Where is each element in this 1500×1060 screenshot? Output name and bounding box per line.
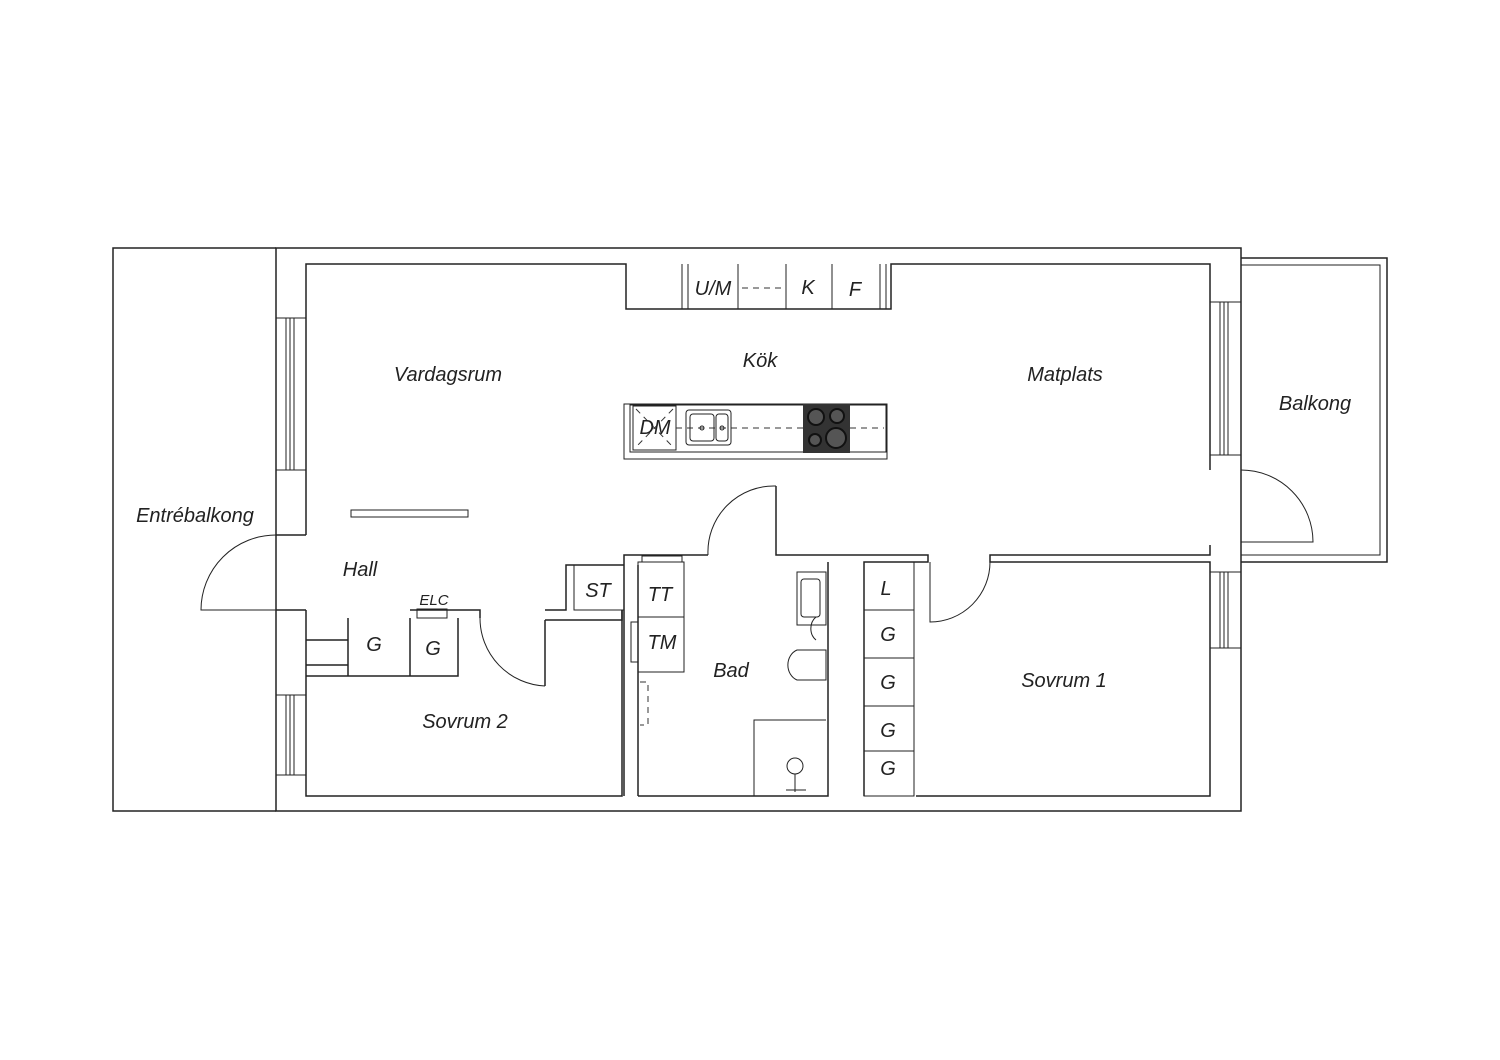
fixture-label-tt: TT	[648, 584, 674, 606]
kitchen-cabinets	[681, 264, 887, 309]
fixture-label-k: K	[801, 277, 816, 299]
entrance-balcony	[112, 247, 276, 812]
doors	[200, 485, 991, 687]
fixture-label-g-s1-4: G	[880, 758, 896, 780]
hall-shelf	[350, 509, 469, 518]
balcony	[1240, 257, 1388, 563]
fixture-label-g-s1-3: G	[880, 720, 896, 742]
room-label-sovrum-1: Sovrum 1	[1021, 670, 1107, 692]
fixture-label-g-s1-2: G	[880, 672, 896, 694]
room-label-bad: Bad	[713, 660, 749, 682]
fixture-label-um: U/M	[695, 278, 732, 300]
windows	[276, 301, 1241, 776]
room-label-balkong: Balkong	[1279, 393, 1351, 415]
fixture-label-st: ST	[585, 580, 612, 602]
kitchen-island	[623, 403, 888, 460]
fixture-label-tm: TM	[648, 632, 677, 654]
fixture-label-g-hall-2: G	[425, 638, 441, 660]
room-label-hall: Hall	[343, 559, 378, 581]
fixture-label-elc: ELC	[419, 592, 448, 609]
room-label-matplats: Matplats	[1027, 364, 1103, 386]
fixture-label-g-hall-1: G	[366, 634, 382, 656]
room-label-sovrum-2: Sovrum 2	[422, 711, 508, 733]
room-label-entrebalkong: Entrébalkong	[136, 505, 254, 527]
fixture-label-l: L	[880, 578, 891, 600]
fixture-label-f: F	[849, 279, 863, 301]
bathroom-fixtures	[640, 571, 827, 796]
exterior-walls	[275, 247, 1242, 812]
room-label-kok: Kök	[743, 350, 778, 372]
closets	[573, 555, 915, 797]
fixture-label-g-s1-1: G	[880, 624, 896, 646]
electric-cabinet	[416, 608, 448, 619]
fixture-label-dm: DM	[639, 417, 670, 439]
room-label-vardagsrum: Vardagsrum	[394, 364, 502, 386]
